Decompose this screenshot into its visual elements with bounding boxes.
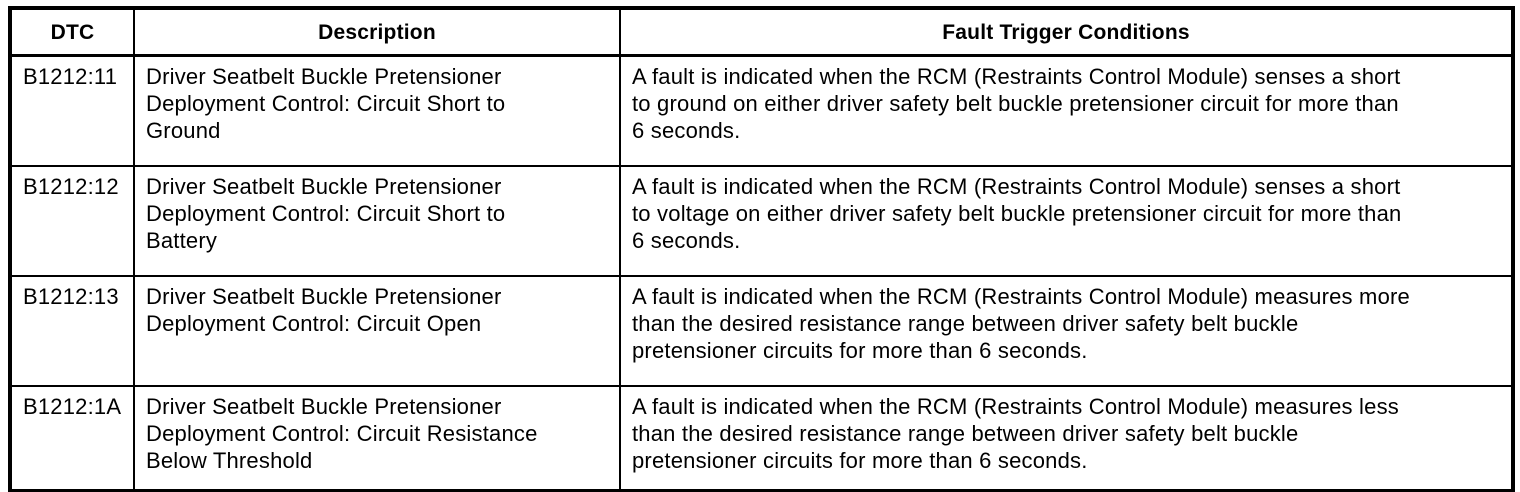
fault-conditions-cell: A fault is indicated when the RCM (Restr… [619,54,1514,167]
dtc-code-cell: B1212:11 [9,54,135,167]
dtc-fault-table: DTC Description Fault Trigger Conditions… [8,6,1515,492]
description-cell: Driver Seatbelt Buckle Pretensioner Depl… [133,54,621,167]
table-row: B1212:12 Driver Seatbelt Buckle Pretensi… [9,164,1514,277]
dtc-code-cell: B1212:1A [9,384,135,492]
table-row: B1212:11 Driver Seatbelt Buckle Pretensi… [9,54,1514,167]
dtc-code-cell: B1212:12 [9,164,135,277]
description-cell: Driver Seatbelt Buckle Pretensioner Depl… [133,384,621,492]
fault-conditions-cell: A fault is indicated when the RCM (Restr… [619,384,1514,492]
description-cell: Driver Seatbelt Buckle Pretensioner Depl… [133,164,621,277]
description-cell: Driver Seatbelt Buckle Pretensioner Depl… [133,274,621,387]
header-dtc: DTC [9,7,135,57]
header-description: Description [133,7,621,57]
table-row: B1212:1A Driver Seatbelt Buckle Pretensi… [9,384,1514,492]
fault-conditions-cell: A fault is indicated when the RCM (Restr… [619,164,1514,277]
header-fault-trigger-conditions: Fault Trigger Conditions [619,7,1514,57]
dtc-code-cell: B1212:13 [9,274,135,387]
table-header-row: DTC Description Fault Trigger Conditions [9,7,1514,57]
fault-conditions-cell: A fault is indicated when the RCM (Restr… [619,274,1514,387]
table-row: B1212:13 Driver Seatbelt Buckle Pretensi… [9,274,1514,387]
